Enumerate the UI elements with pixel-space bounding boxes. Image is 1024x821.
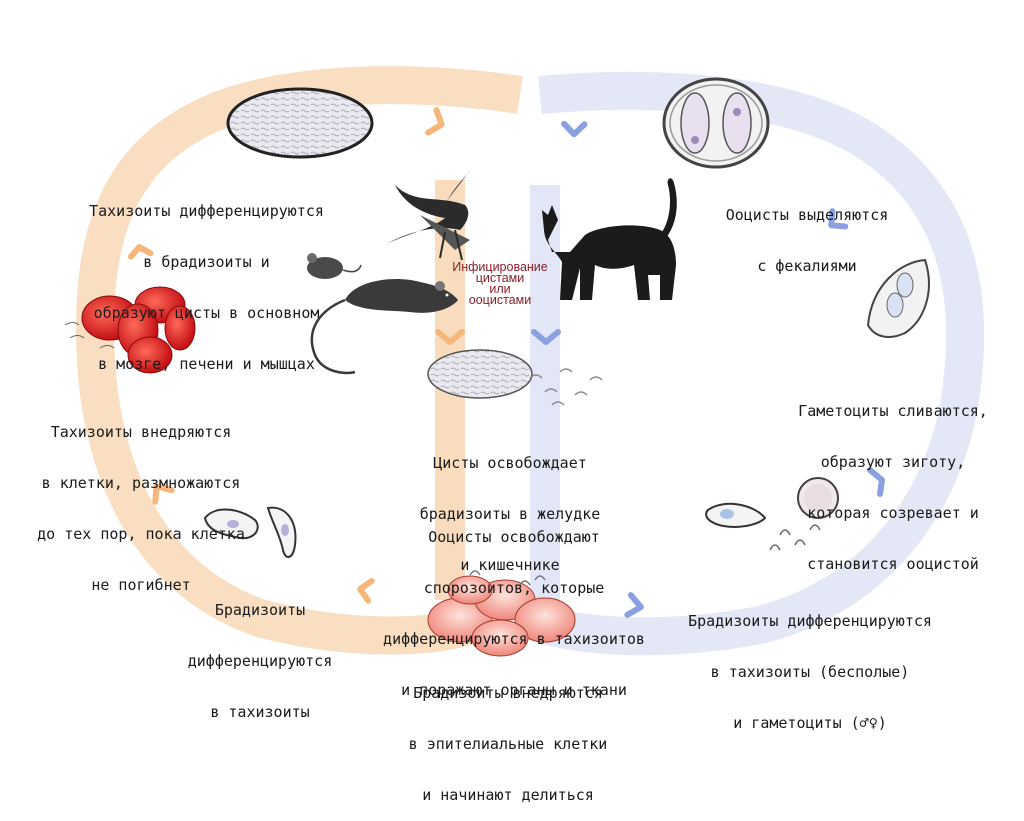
label-line: Брадизоиты [214, 601, 306, 619]
label-line: и гаметоциты (♂♀) [733, 714, 887, 732]
label-line: Ооцисты освобождают [428, 528, 600, 546]
label-line: или [489, 282, 511, 296]
bradyzoite-icon [203, 506, 297, 558]
right-cycle-loop [530, 71, 985, 656]
label-line: Тахизоиты дифференцируются [89, 202, 324, 220]
label-tachy-to-brady: Тахизоиты дифференцируются в брадизоиты … [44, 169, 369, 390]
bird-icon [385, 170, 470, 261]
life-cycle-diagram [64, 66, 985, 657]
label-line: образуют зиготу, [820, 453, 966, 471]
label-line: образуют цисты в основном [93, 304, 320, 322]
label-line: в эпителиальные клетки [408, 735, 608, 753]
label-brady-to-tachy-gametocytes: Брадизоиты дифференцируются в тахизоиты … [648, 579, 972, 749]
label-line: в тахизоиты (бесполые) [710, 663, 910, 681]
label-line: становится ооцистой [807, 555, 979, 573]
label-line: Брадизоиты внедряются [413, 684, 603, 702]
label-line: до тех пор, пока клетка [37, 525, 245, 543]
left-loop-arrows [127, 107, 465, 604]
label-line: Ооцисты выделяются [725, 206, 889, 224]
label-line: цистами [475, 271, 525, 285]
label-infection: Инфицирование цистами или ооцистами [428, 260, 572, 307]
cyst-icon [226, 87, 374, 159]
label-line: дифференцируются [187, 652, 333, 670]
label-oocysts-feces: Ооцисты выделяются с фекалиями [692, 173, 922, 292]
label-line: и кишечнике [460, 556, 560, 574]
label-line: Брадизоиты дифференцируются [688, 612, 932, 630]
epithelium-icon [427, 570, 576, 657]
label-line: ооцистами [468, 293, 532, 307]
right-loop-arrows [531, 120, 885, 618]
label-line: и поражают органы и ткани [401, 681, 627, 699]
cat-icon [542, 178, 677, 300]
label-cysts-release: Цисты освобождает брадизоиты в желудке и… [384, 421, 636, 591]
label-line: в брадизоиты и [143, 253, 270, 271]
label-line: которая созревает и [807, 504, 979, 522]
label-line: Цисты освобождает [433, 454, 587, 472]
label-line: в клетки, размножаются [41, 474, 241, 492]
label-brady-to-tachy: Брадизоиты дифференцируются в тахизоиты [160, 568, 360, 738]
oocyst-icon [662, 77, 770, 169]
label-oocysts-release: Ооцисты освобождают спорозоитов, которые… [338, 495, 690, 716]
label-line: не погибнет [91, 576, 191, 594]
label-gametocytes-fuse: Гаметоциты сливаются, образуют зиготу, к… [762, 369, 1024, 590]
mouse-icon [307, 253, 362, 279]
label-line: Инфицирование [452, 260, 548, 274]
label-line: спорозоитов, которые [423, 579, 605, 597]
label-line: и начинают делиться [422, 786, 594, 804]
label-line: Гаметоциты сливаются, [798, 402, 988, 420]
label-line: в тахизоиты [210, 703, 310, 721]
label-line: дифференцируются в тахизоитов [383, 630, 645, 648]
gametocyte-icon [866, 258, 930, 338]
label-brady-invade: Брадизоиты внедряются в эпителиальные кл… [362, 651, 654, 821]
label-line: брадизоиты в желудке [419, 505, 601, 523]
cyst-release-icon [427, 349, 603, 406]
label-tachy-invade: Тахизоиты внедряются в клетки, размножаю… [0, 390, 282, 611]
gametes-icon [705, 502, 821, 551]
label-line: с фекалиями [757, 257, 857, 275]
label-line: Тахизоиты внедряются [50, 423, 232, 441]
label-line: в мозге, печени и мышцах [98, 355, 315, 373]
rat-icon [310, 279, 458, 375]
red-blood-cells-icon [64, 286, 196, 374]
zygote-icon [797, 477, 839, 519]
